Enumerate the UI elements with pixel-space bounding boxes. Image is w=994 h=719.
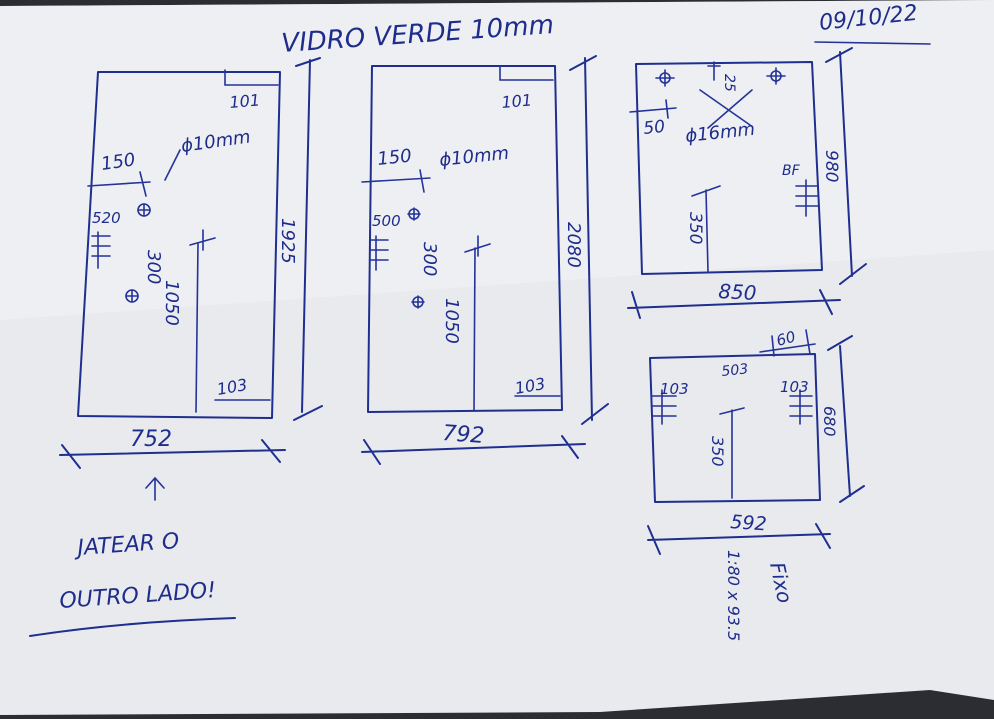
panel-b-hole-offset: 150 — [376, 145, 412, 169]
panel-b-outline — [367, 65, 563, 413]
panel-d-outline — [649, 353, 821, 503]
panel-a-handle-lines — [195, 242, 271, 413]
panel-c-width: 850 — [718, 279, 757, 305]
panel-a-corner-notch — [224, 69, 279, 86]
panel-a-width: 752 — [130, 427, 172, 452]
panel-a-arrow — [145, 476, 165, 501]
side-note-size: 1:80 x 93.5 — [724, 550, 743, 641]
panel-c-height-mark: 350 — [685, 212, 705, 244]
panel-c-hole-spacing: 25 — [721, 74, 737, 92]
panel-b-handle-cross — [464, 235, 491, 257]
panel-c-hole-crosses — [655, 67, 786, 87]
panel-a-outline — [77, 71, 281, 419]
panel-a-offset-dimension — [87, 171, 151, 197]
panel-b-offset-dimension — [361, 169, 431, 193]
panel-c-height-dimension — [825, 47, 867, 285]
panel-b-width-dimension — [361, 435, 586, 465]
panel-c-height: 980 — [821, 150, 841, 182]
panel-b-handle-height: 1050 — [441, 298, 462, 344]
panel-c-offset-dimension — [629, 99, 677, 119]
panel-b-height: 2080 — [563, 222, 584, 268]
panel-a-hole-offset: 150 — [100, 149, 137, 175]
panel-a-hole-crosses — [125, 203, 151, 303]
panel-a-height: 1925 — [277, 218, 298, 264]
panel-d-right-mark: 103 — [780, 378, 809, 396]
panel-d-height-mark: 350 — [708, 436, 727, 467]
panel-a-hinge-mark — [91, 231, 111, 269]
panel-a-note-underline — [29, 617, 236, 637]
panel-a-top-corner: 101 — [229, 90, 261, 112]
panel-c-drawing — [627, 47, 867, 319]
panel-b-hole-height: 500 — [372, 212, 401, 230]
panel-a-handle-cross — [189, 229, 216, 251]
panel-b-height-dimension — [569, 55, 609, 425]
panel-b-top-corner: 101 — [501, 90, 533, 112]
panel-a-width-dimension — [59, 439, 286, 469]
panel-d-left-mark: 103 — [660, 380, 689, 398]
panel-a-hole-height: 520 — [92, 209, 121, 227]
panel-c-hinge-mark — [795, 179, 819, 217]
panel-a-handle-height: 1050 — [161, 280, 182, 326]
panel-d-hinge-left — [651, 389, 677, 425]
panel-d-drawing — [647, 329, 865, 555]
panel-d-top-dimension — [759, 329, 816, 357]
paper-highlight — [0, 0, 994, 320]
panel-d-top-offset: 60 — [774, 328, 797, 350]
panel-d-width: 592 — [730, 511, 768, 535]
panel-c-handle-line — [691, 185, 721, 273]
panel-c-outline — [635, 61, 823, 275]
date-underline — [814, 41, 931, 45]
panel-d-height: 680 — [820, 406, 839, 437]
panel-b-hole-crosses — [407, 207, 425, 309]
panel-a-height-dimension — [293, 57, 323, 421]
panel-b-handle-lines — [473, 247, 561, 411]
panel-c-width-dimension — [627, 289, 841, 319]
panel-b-width: 792 — [442, 421, 486, 449]
panel-c-hole-offset: 50 — [642, 117, 666, 139]
panel-d-handle-line — [719, 407, 745, 499]
panel-d-height-dimension — [827, 335, 865, 503]
panel-b-hole-spacing: 300 — [419, 242, 440, 276]
panel-d-width-dimension — [647, 523, 831, 555]
panel-d-top-mark: 503 — [721, 361, 749, 380]
panel-b-drawing — [361, 55, 609, 465]
panel-c-mark: BF — [782, 163, 801, 179]
panel-a-drawing — [29, 57, 323, 637]
panel-a-diameter-leader — [164, 149, 181, 181]
panel-a-hole-spacing: 300 — [143, 250, 164, 284]
panel-c-diameter-leaders — [699, 89, 753, 129]
panel-b-corner-notch — [499, 65, 554, 81]
panel-d-hinge-right — [789, 389, 813, 425]
panel-c-spacing-mark — [707, 61, 721, 81]
panel-b-hinge-mark — [369, 235, 389, 271]
